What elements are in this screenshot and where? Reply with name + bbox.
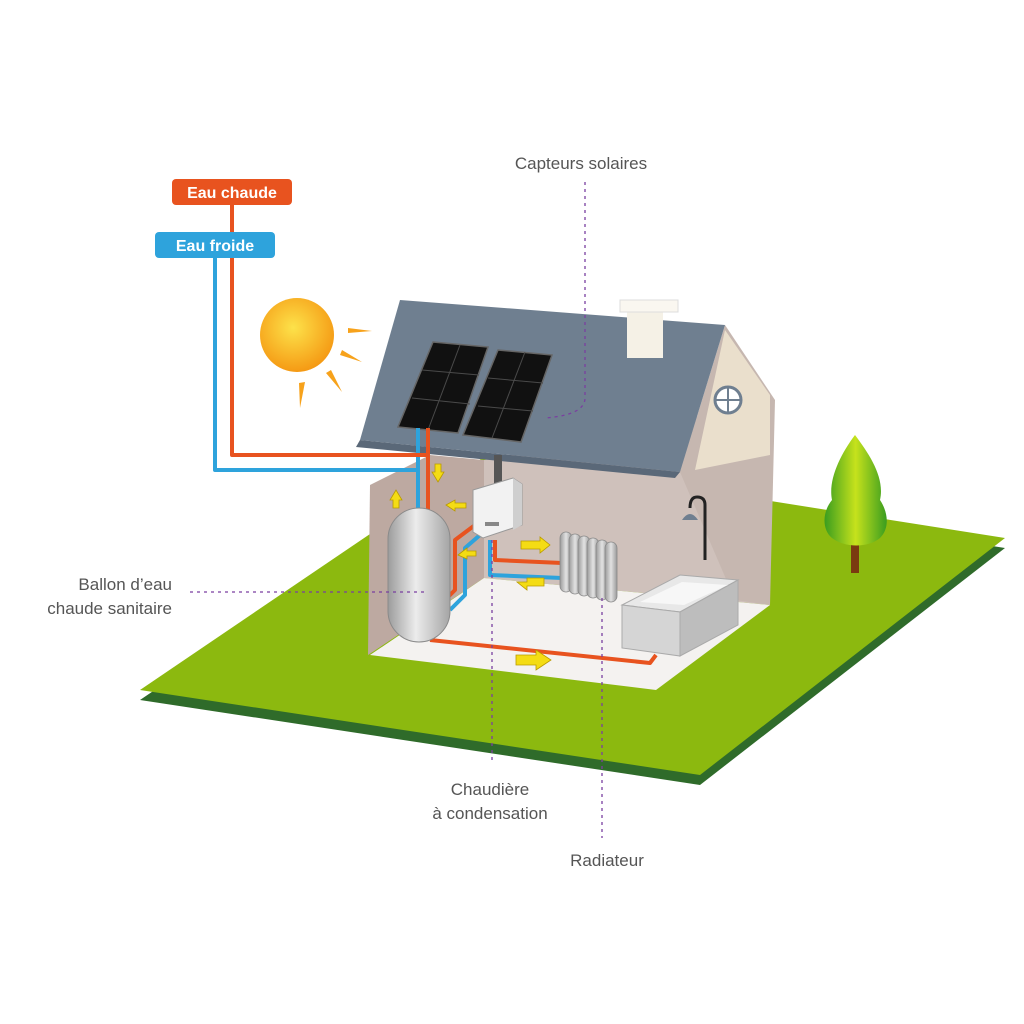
flow-arrows (389, 463, 552, 671)
tree-icon (824, 435, 887, 573)
boiler-label-line2: à condensation (432, 804, 547, 823)
tank-label-line2: chaude sanitaire (47, 599, 172, 618)
solar-collectors-label: Capteurs solaires (515, 154, 647, 173)
pipes (213, 203, 658, 665)
boiler-label-line1: Chaudière (451, 780, 529, 799)
radiator-label: Radiateur (570, 851, 644, 870)
window-icon (713, 385, 743, 415)
hot-water-tank (387, 507, 451, 643)
shower-icon (682, 495, 707, 560)
solar-panels (396, 341, 554, 443)
flue-pipe (494, 455, 502, 485)
radiator (559, 531, 618, 603)
hot-water-label: Eau chaude (187, 185, 277, 202)
bathtub-icon (620, 574, 740, 657)
sun-icon (260, 298, 372, 408)
cold-water-label: Eau froide (176, 238, 254, 255)
tank-label-line1: Ballon d’eau (78, 575, 172, 594)
leader-lines (190, 182, 603, 838)
chimney-icon (619, 299, 679, 358)
cold-water-legend: Eau froide (155, 232, 275, 258)
condensing-boiler (472, 477, 523, 539)
hot-water-legend: Eau chaude (172, 179, 292, 205)
